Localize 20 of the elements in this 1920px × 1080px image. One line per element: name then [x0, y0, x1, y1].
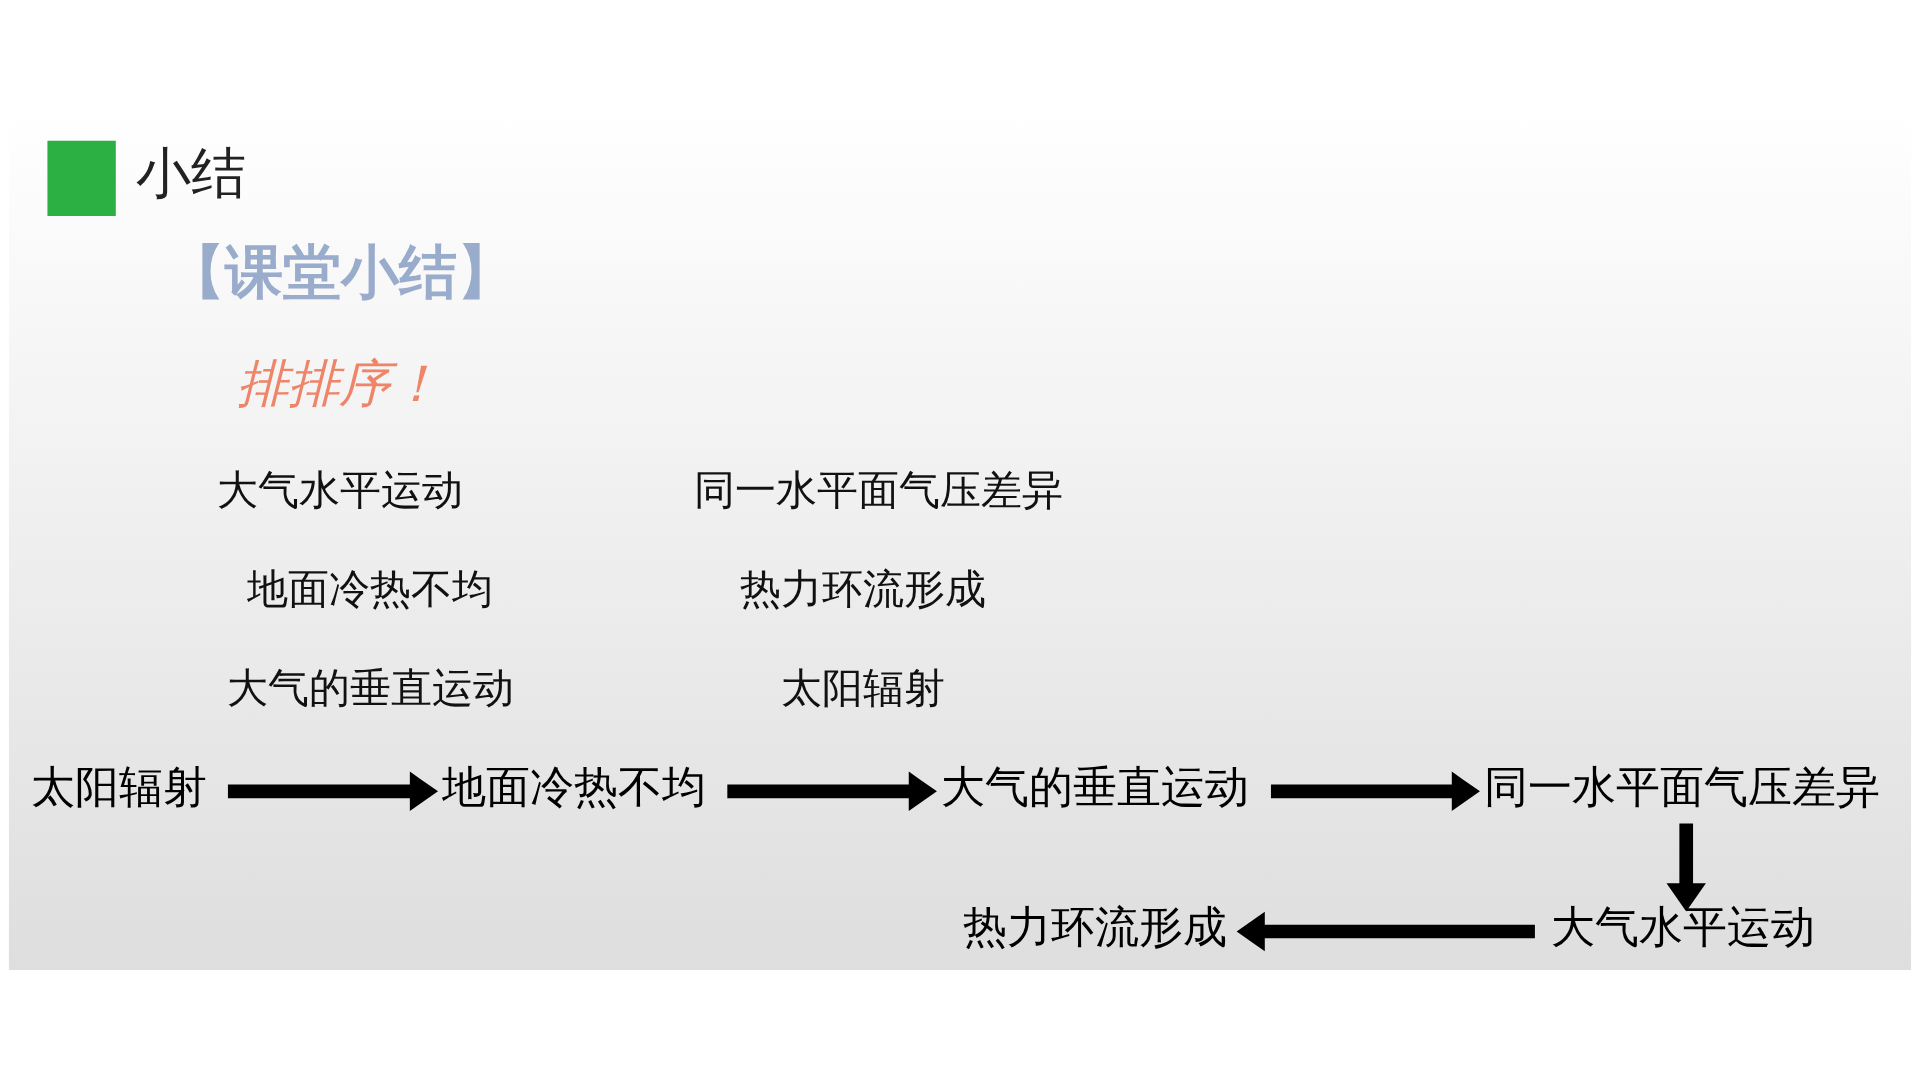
label: 太阳辐射	[780, 663, 945, 712]
diagram-title: 小结	[136, 141, 247, 206]
node-text: 地面冷热不均	[441, 761, 706, 813]
label: 大气的垂直运动	[226, 663, 514, 712]
arrow	[1666, 823, 1706, 912]
label: 【课堂小结】	[167, 237, 516, 306]
arrow	[1236, 911, 1535, 952]
label: 大气水平运动	[216, 465, 463, 514]
node-text: 同一水平面气压差异	[1483, 761, 1880, 813]
node-text: 太阳辐射	[31, 761, 208, 813]
arrow	[1270, 771, 1480, 812]
arrow	[727, 771, 937, 812]
label: 同一水平面气压差异	[693, 465, 1063, 514]
label: 热力环流形成	[739, 564, 986, 613]
label: 地面冷热不均	[247, 564, 494, 613]
node-text: 热力环流形成	[962, 901, 1227, 953]
node-text: 大气水平运动	[1551, 901, 1816, 953]
label: 排排序！	[237, 352, 442, 413]
arrow	[227, 771, 439, 812]
node-text: 大气的垂直运动	[940, 761, 1249, 813]
